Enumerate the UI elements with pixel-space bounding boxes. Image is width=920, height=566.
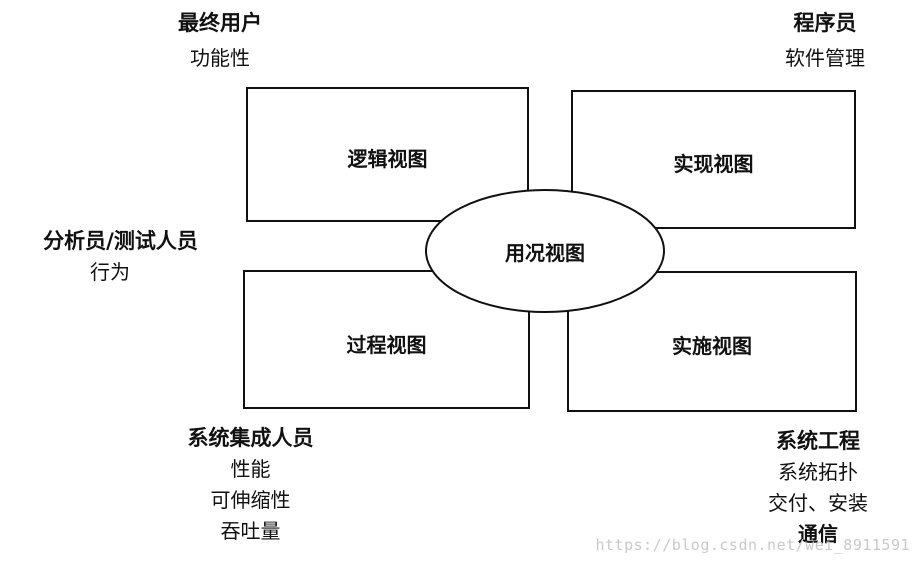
analyst-group: 分析员/测试人员 行为	[18, 228, 223, 285]
use-case-view-ellipse	[425, 189, 665, 313]
engineer-concern-communication: 通信	[798, 522, 838, 547]
engineer-group: 系统工程 系统拓扑 交付、安装 通信	[728, 428, 908, 547]
integrator-group: 系统集成人员 性能 可伸缩性 吞吐量	[158, 425, 343, 544]
process-view-label: 过程视图	[346, 333, 427, 357]
integrator-role: 系统集成人员	[187, 426, 314, 450]
programmer-role: 程序员	[793, 11, 857, 35]
integrator-concern-throughput: 吞吐量	[220, 519, 281, 544]
programmer-group: 程序员 软件管理	[745, 10, 905, 71]
integrator-concern-scalability: 可伸缩性	[210, 488, 291, 513]
integrator-concern-performance: 性能	[230, 457, 271, 482]
analyst-role: 分析员/测试人员	[43, 229, 198, 253]
end-user-role: 最终用户	[178, 11, 262, 35]
logical-view-label: 逻辑视图	[347, 147, 428, 171]
engineer-role: 系统工程	[776, 429, 860, 453]
deployment-view-label: 实施视图	[672, 334, 752, 358]
implementation-view-label: 实现视图	[673, 152, 754, 176]
programmer-concern: 软件管理	[785, 46, 865, 71]
end-user-group: 最终用户 功能性	[140, 10, 300, 71]
engineer-concern-delivery: 交付、安装	[768, 491, 868, 516]
end-user-concern: 功能性	[190, 46, 250, 71]
engineer-concern-topology: 系统拓扑	[778, 460, 858, 485]
analyst-concern: 行为	[90, 260, 130, 285]
watermark-url: https://blog.csdn.net/wei_8911591	[595, 536, 910, 554]
use-case-view-label: 用况视图	[505, 241, 585, 265]
